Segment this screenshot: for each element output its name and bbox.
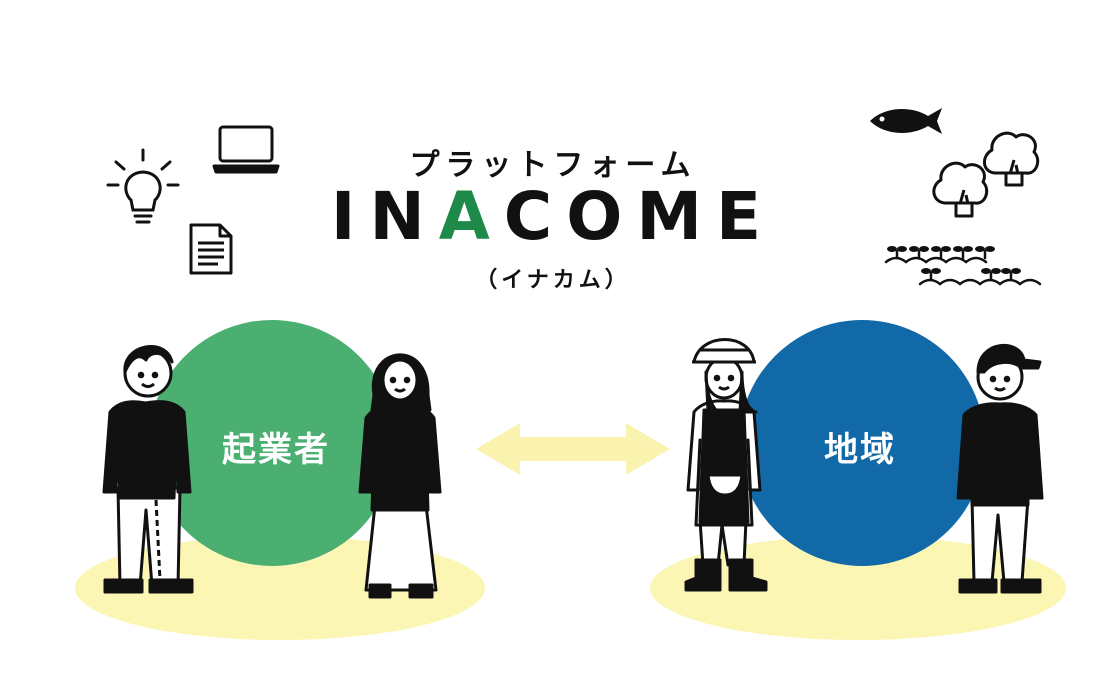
- lightbulb-icon: [106, 148, 180, 224]
- right-ground-ellipse: [650, 536, 1066, 640]
- logo-prefix: IN: [330, 178, 439, 255]
- inacome-logo: INACOME: [330, 184, 776, 250]
- entrepreneur-man-figure: [102, 345, 194, 594]
- region-farmer-woman-figure: [684, 338, 768, 592]
- tree-icon: [932, 131, 1040, 218]
- region-man-figure: [956, 344, 1044, 594]
- entrepreneur-circle: [149, 320, 395, 566]
- platform-subtitle: プラットフォーム: [409, 148, 697, 183]
- fish-icon: [870, 108, 942, 134]
- laptop-icon: [212, 125, 280, 174]
- header: プラットフォーム INACOME （イナカム）: [0, 0, 1106, 300]
- entrepreneur-label: 起業者: [222, 430, 330, 470]
- logo-accent-letter: A: [438, 178, 504, 255]
- logo-suffix: COME: [503, 178, 776, 255]
- region-label: 地域: [824, 430, 896, 470]
- region-circle: [739, 320, 985, 566]
- logo-reading: （イナカム）: [475, 268, 631, 293]
- double-arrow-icon: [476, 423, 670, 475]
- document-icon: [189, 223, 233, 275]
- entrepreneur-woman-figure: [358, 353, 442, 599]
- field-icon: [884, 246, 1042, 286]
